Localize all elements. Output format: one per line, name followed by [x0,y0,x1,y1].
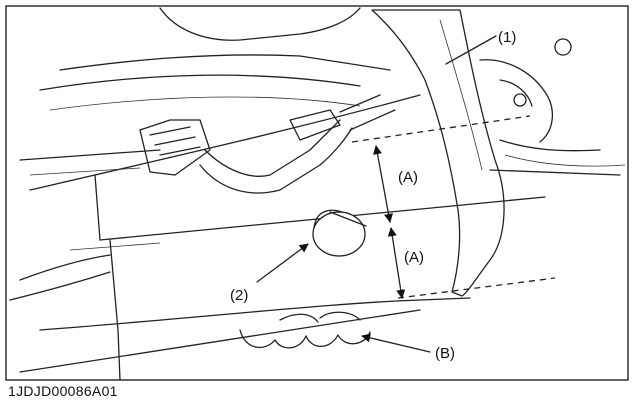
callout-part-2: (2) [230,287,248,304]
leader-part-1 [445,35,497,65]
main-beam [9,94,546,381]
callout-dimension-A-upper: (A) [398,169,418,186]
leader-part-2 [256,243,309,283]
bracket-part-1 [371,9,505,297]
dimension-arrow-upper [373,145,393,223]
figure-frame [5,5,629,381]
plug-part-2 [312,209,367,257]
callout-part-1: (1) [498,29,516,46]
callout-part-B: (B) [435,345,455,362]
figure-code: 1JDJD00086A01 [8,383,118,399]
right-mechanism [479,38,626,176]
hose-fitting [139,94,396,194]
upper-frame-shapes [19,7,391,176]
leader-part-B [361,333,431,353]
lower-body [19,297,471,373]
lower-reference-line [397,277,556,299]
callout-dimension-A-lower: (A) [404,249,424,266]
bolt-icon [554,38,572,56]
upper-reference-line [351,115,531,143]
dimension-arrow-lower [387,227,406,299]
